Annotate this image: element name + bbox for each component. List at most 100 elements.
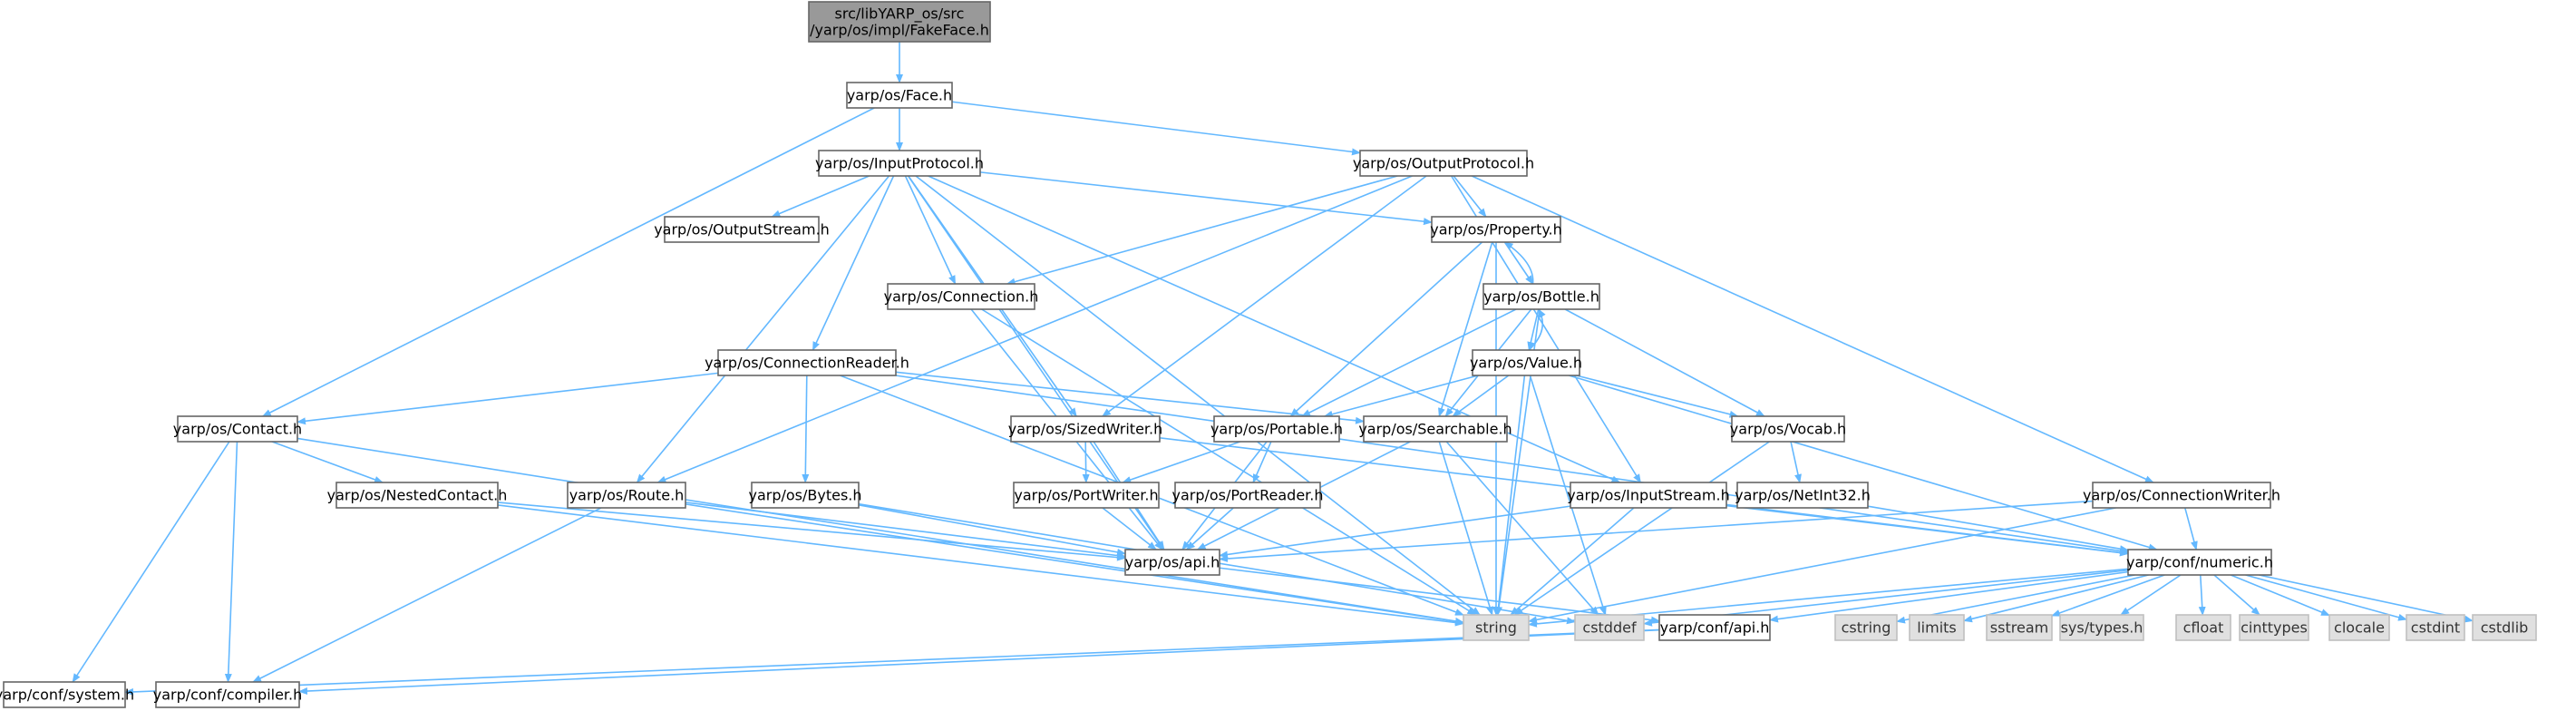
edge-route-to-string bbox=[685, 503, 1464, 626]
node-property[interactable]: yarp/os/Property.h bbox=[1430, 216, 1562, 243]
node-box-connreader bbox=[717, 349, 897, 376]
edge-searchable-to-cstddef bbox=[1445, 441, 1599, 616]
node-value[interactable]: yarp/os/Value.h bbox=[1470, 349, 1582, 376]
node-searchable[interactable]: yarp/os/Searchable.h bbox=[1358, 415, 1512, 443]
edge-numeric-to-clocale bbox=[2230, 574, 2330, 617]
edge-portable-to-portreader bbox=[1252, 441, 1272, 483]
node-layer: src/libYARP_os/src/yarp/os/impl/FakeFace… bbox=[0, 1, 2537, 708]
node-instream[interactable]: yarp/os/InputStream.h bbox=[1567, 482, 1730, 509]
node-label-cfloat: cfloat bbox=[2183, 619, 2224, 637]
edge-numeric-to-confapi bbox=[1769, 570, 2129, 623]
node-connwriter[interactable]: yarp/os/ConnectionWriter.h bbox=[2083, 482, 2280, 509]
node-box-systypes bbox=[2059, 614, 2144, 641]
node-sizedwriter[interactable]: yarp/os/SizedWriter.h bbox=[1008, 415, 1163, 443]
node-system[interactable]: yarp/conf/system.h bbox=[0, 681, 134, 708]
node-osapi[interactable]: yarp/os/api.h bbox=[1124, 549, 1220, 576]
edge-outproto-to-connection bbox=[1006, 175, 1398, 286]
edge-inproto-to-outstream bbox=[771, 175, 870, 218]
node-compiler[interactable]: yarp/conf/compiler.h bbox=[153, 681, 303, 708]
edge-value-to-searchable bbox=[1452, 375, 1510, 417]
node-box-searchable bbox=[1363, 415, 1508, 443]
edge-portable-to-portwriter bbox=[1122, 441, 1240, 483]
node-connreader[interactable]: yarp/os/ConnectionReader.h bbox=[705, 349, 909, 376]
edge-confapi-to-compiler bbox=[298, 628, 1660, 696]
edge-numeric-to-cinttypes bbox=[2213, 574, 2260, 616]
edge-instream-to-string bbox=[1510, 507, 1635, 616]
node-portable[interactable]: yarp/os/Portable.h bbox=[1210, 415, 1343, 443]
node-confapi[interactable]: yarp/conf/api.h bbox=[1658, 614, 1771, 641]
edge-numeric-to-cfloat bbox=[2198, 574, 2206, 616]
node-label-root: /yarp/os/impl/FakeFace.h bbox=[810, 22, 989, 39]
node-vocab[interactable]: yarp/os/Vocab.h bbox=[1730, 415, 1846, 443]
node-box-root bbox=[808, 1, 991, 43]
node-root[interactable]: src/libYARP_os/src/yarp/os/impl/FakeFace… bbox=[808, 1, 991, 43]
edge-contact-to-nestedcontact bbox=[271, 441, 384, 483]
node-label-outproto: yarp/os/OutputProtocol.h bbox=[1353, 155, 1534, 172]
edge-value-to-string bbox=[1494, 375, 1526, 616]
edge-property-to-searchable bbox=[1438, 241, 1493, 417]
edge-bottle-to-value bbox=[1527, 308, 1540, 351]
edge-portwriter-to-osapi bbox=[1102, 507, 1157, 550]
edge-bottle-to-property bbox=[1503, 241, 1534, 285]
edge-connreader-to-numeric bbox=[895, 375, 2129, 555]
node-outstream[interactable]: yarp/os/OutputStream.h bbox=[654, 216, 830, 243]
node-box-numeric bbox=[2127, 549, 2272, 576]
edge-outproto-to-route bbox=[656, 175, 1413, 483]
node-clocale: clocale bbox=[2328, 614, 2390, 641]
node-face[interactable]: yarp/os/Face.h bbox=[846, 82, 953, 109]
edge-bytes-to-osapi bbox=[858, 503, 1126, 556]
edge-nestedcontact-to-osapi bbox=[497, 502, 1126, 561]
edge-property-to-portable bbox=[1289, 241, 1483, 417]
edge-instream-to-numeric bbox=[1725, 503, 2129, 557]
edge-vocab-to-netint32 bbox=[1790, 441, 1802, 483]
node-label-connreader: yarp/os/ConnectionReader.h bbox=[705, 355, 909, 372]
node-box-clocale bbox=[2328, 614, 2390, 641]
node-label-root: src/libYARP_os/src bbox=[835, 5, 965, 24]
edge-value-to-bottle bbox=[1528, 308, 1546, 351]
edge-inproto-to-connreader bbox=[812, 175, 895, 351]
node-box-bytes bbox=[751, 482, 860, 509]
node-box-string bbox=[1463, 614, 1530, 641]
node-label-compiler: yarp/conf/compiler.h bbox=[153, 687, 303, 704]
node-label-connection: yarp/os/Connection.h bbox=[884, 288, 1039, 306]
edge-value-to-cstddef bbox=[1529, 375, 1607, 616]
node-connection[interactable]: yarp/os/Connection.h bbox=[884, 283, 1039, 310]
node-cinttypes: cinttypes bbox=[2239, 614, 2309, 641]
node-label-netint32: yarp/os/NetInt32.h bbox=[1735, 487, 1871, 504]
edge-vocab-to-string bbox=[1513, 441, 1770, 616]
edge-inproto-to-string bbox=[915, 175, 1481, 616]
node-nestedcontact[interactable]: yarp/os/NestedContact.h bbox=[327, 482, 508, 509]
node-outproto[interactable]: yarp/os/OutputProtocol.h bbox=[1353, 150, 1534, 177]
node-route[interactable]: yarp/os/Route.h bbox=[567, 482, 686, 509]
node-portreader[interactable]: yarp/os/PortReader.h bbox=[1171, 482, 1324, 509]
node-limits: limits bbox=[1909, 614, 1965, 641]
edge-face-to-contact bbox=[261, 107, 875, 417]
node-box-cstddef bbox=[1574, 614, 1645, 641]
node-inproto[interactable]: yarp/os/InputProtocol.h bbox=[815, 150, 984, 177]
node-portwriter[interactable]: yarp/os/PortWriter.h bbox=[1013, 482, 1160, 509]
node-box-outstream bbox=[664, 216, 820, 243]
edge-numeric-to-systypes bbox=[2120, 574, 2182, 616]
node-box-connection bbox=[887, 283, 1035, 310]
node-box-vocab bbox=[1731, 415, 1845, 443]
node-label-portable: yarp/os/Portable.h bbox=[1210, 421, 1343, 438]
node-contact[interactable]: yarp/os/Contact.h bbox=[173, 415, 302, 443]
node-label-face: yarp/os/Face.h bbox=[847, 87, 952, 104]
node-label-inproto: yarp/os/InputProtocol.h bbox=[815, 155, 984, 172]
node-numeric[interactable]: yarp/conf/numeric.h bbox=[2126, 549, 2273, 576]
edge-route-to-compiler bbox=[252, 507, 602, 683]
edge-route-to-osapi bbox=[685, 502, 1126, 560]
edge-contact-to-compiler bbox=[224, 441, 238, 683]
node-bytes[interactable]: yarp/os/Bytes.h bbox=[748, 482, 862, 509]
node-label-string: string bbox=[1475, 619, 1517, 637]
node-systypes: sys/types.h bbox=[2059, 614, 2144, 641]
edge-sizedwriter-to-portwriter bbox=[1082, 441, 1090, 483]
node-label-cstdlib: cstdlib bbox=[2481, 619, 2529, 637]
node-label-clocale: clocale bbox=[2334, 619, 2385, 637]
node-box-instream bbox=[1570, 482, 1727, 509]
node-sstream: sstream bbox=[1986, 614, 2053, 641]
node-box-sstream bbox=[1986, 614, 2053, 641]
node-box-cinttypes bbox=[2239, 614, 2309, 641]
node-netint32[interactable]: yarp/os/NetInt32.h bbox=[1735, 482, 1871, 509]
node-bottle[interactable]: yarp/os/Bottle.h bbox=[1482, 283, 1600, 310]
